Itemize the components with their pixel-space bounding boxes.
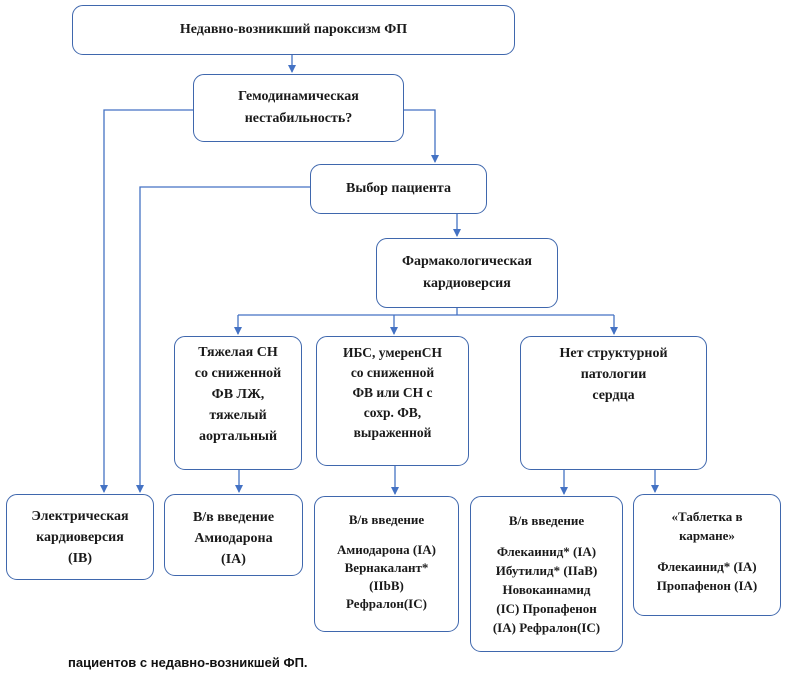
- node-severe-hf-line-5: аортальный: [198, 429, 278, 444]
- node-start: Недавно-возникший пароксизм ФП: [72, 5, 515, 55]
- node-iv-amio-line-2: Амиодарона: [194, 531, 273, 546]
- node-start-label: Недавно-возникший пароксизм ФП: [179, 22, 408, 37]
- node-ihd-line-3: ФВ или СН с: [352, 385, 433, 400]
- node-iv-none-line-2: Ибутилид* (IIaB): [495, 563, 598, 578]
- node-instability: Гемодинамическая нестабильность?: [193, 74, 404, 142]
- node-iv-amiodarone: В/в введение Амиодарона (IA): [164, 494, 303, 576]
- node-iv-ihd-line-2: Вернакалант*: [344, 560, 429, 575]
- figure-caption: пациентов с недавно-возникшей ФП.: [68, 655, 308, 670]
- node-ihd-line-5: выраженной: [353, 425, 432, 440]
- node-iv-ihd-title: В/в введение: [348, 512, 425, 527]
- node-pharm-line-1: Фармакологическая: [402, 254, 532, 269]
- node-iv-ihd: В/в введение Амиодарона (IA) Вернакалант…: [314, 496, 459, 632]
- node-electric-cardioversion: Электрическая кардиоверсия (IB): [6, 494, 154, 580]
- node-patient-choice: Выбор пациента: [310, 164, 487, 214]
- node-ihd-line-1: ИБС, умеренСН: [342, 345, 443, 360]
- node-severe-hf-line-2: со сниженной: [194, 366, 282, 381]
- node-iv-none-line-3: Новокаинамид: [502, 582, 591, 597]
- node-pharm-line-2: кардиоверсия: [423, 276, 511, 291]
- node-iv-amio-line-3: (IA): [221, 552, 246, 567]
- node-iv-none-line-1: Флекаинид* (IA): [496, 544, 597, 559]
- arrow-choice-to-electric: [136, 186, 310, 493]
- node-iv-none-title: В/в введение: [508, 513, 585, 528]
- node-pill-in-pocket: «Таблетка в кармане» Флекаинид* (IA) Про…: [633, 494, 781, 616]
- node-iv-no-structural: В/в введение Флекаинид* (IA) Ибутилид* (…: [470, 496, 623, 652]
- node-electric-line-3: (IB): [67, 550, 93, 566]
- node-electric-line-1: Электрическая: [31, 508, 129, 524]
- node-pharm-cardioversion: Фармакологическая кардиоверсия: [376, 238, 558, 308]
- arrow-instability-to-choice: [404, 109, 439, 163]
- arrow-instability-to-electric: [100, 109, 193, 493]
- node-pill-line-1: Флекаинид* (IA): [657, 559, 757, 574]
- node-ihd-line-4: сохр. ФВ,: [363, 405, 422, 420]
- node-pill-title-line-1: «Таблетка в: [671, 509, 743, 524]
- node-instability-line-2: нестабильность?: [244, 111, 353, 126]
- node-ihd-line-2: со сниженной: [350, 365, 435, 380]
- node-severe-hf-line-3: ФВ ЛЖ,: [211, 387, 265, 402]
- node-electric-line-2: кардиоверсия: [36, 529, 124, 545]
- node-severe-hf-line-4: тяжелый: [209, 408, 267, 423]
- node-iv-none-line-5: (IA) Рефралон(IC): [492, 620, 601, 635]
- node-no-structural-line-1: Нет структурной: [559, 346, 668, 361]
- node-ihd: ИБС, умеренСН со сниженной ФВ или СН с с…: [316, 336, 469, 466]
- node-instability-line-1: Гемодинамическая: [238, 89, 359, 104]
- node-patient-choice-label: Выбор пациента: [346, 181, 451, 196]
- node-severe-hf-line-1: Тяжелая СН: [198, 345, 278, 360]
- node-iv-ihd-line-4: Рефралон(IC): [346, 596, 427, 611]
- node-pill-line-2: Пропафенон (IA): [656, 578, 758, 593]
- node-iv-ihd-line-3: (IIbB): [369, 578, 404, 593]
- node-iv-amio-line-1: В/в введение: [192, 510, 275, 525]
- node-no-structural-line-3: сердца: [592, 388, 635, 403]
- node-no-structural-line-2: патологии: [580, 367, 647, 382]
- node-pill-title-line-2: кармане»: [679, 528, 735, 543]
- node-iv-ihd-line-1: Амиодарона (IA): [336, 542, 436, 557]
- node-no-structural: Нет структурной патологии сердца: [520, 336, 707, 470]
- node-iv-none-line-4: (IC) Пропафенон: [496, 601, 597, 616]
- node-severe-hf: Тяжелая СН со сниженной ФВ ЛЖ, тяжелый а…: [174, 336, 302, 470]
